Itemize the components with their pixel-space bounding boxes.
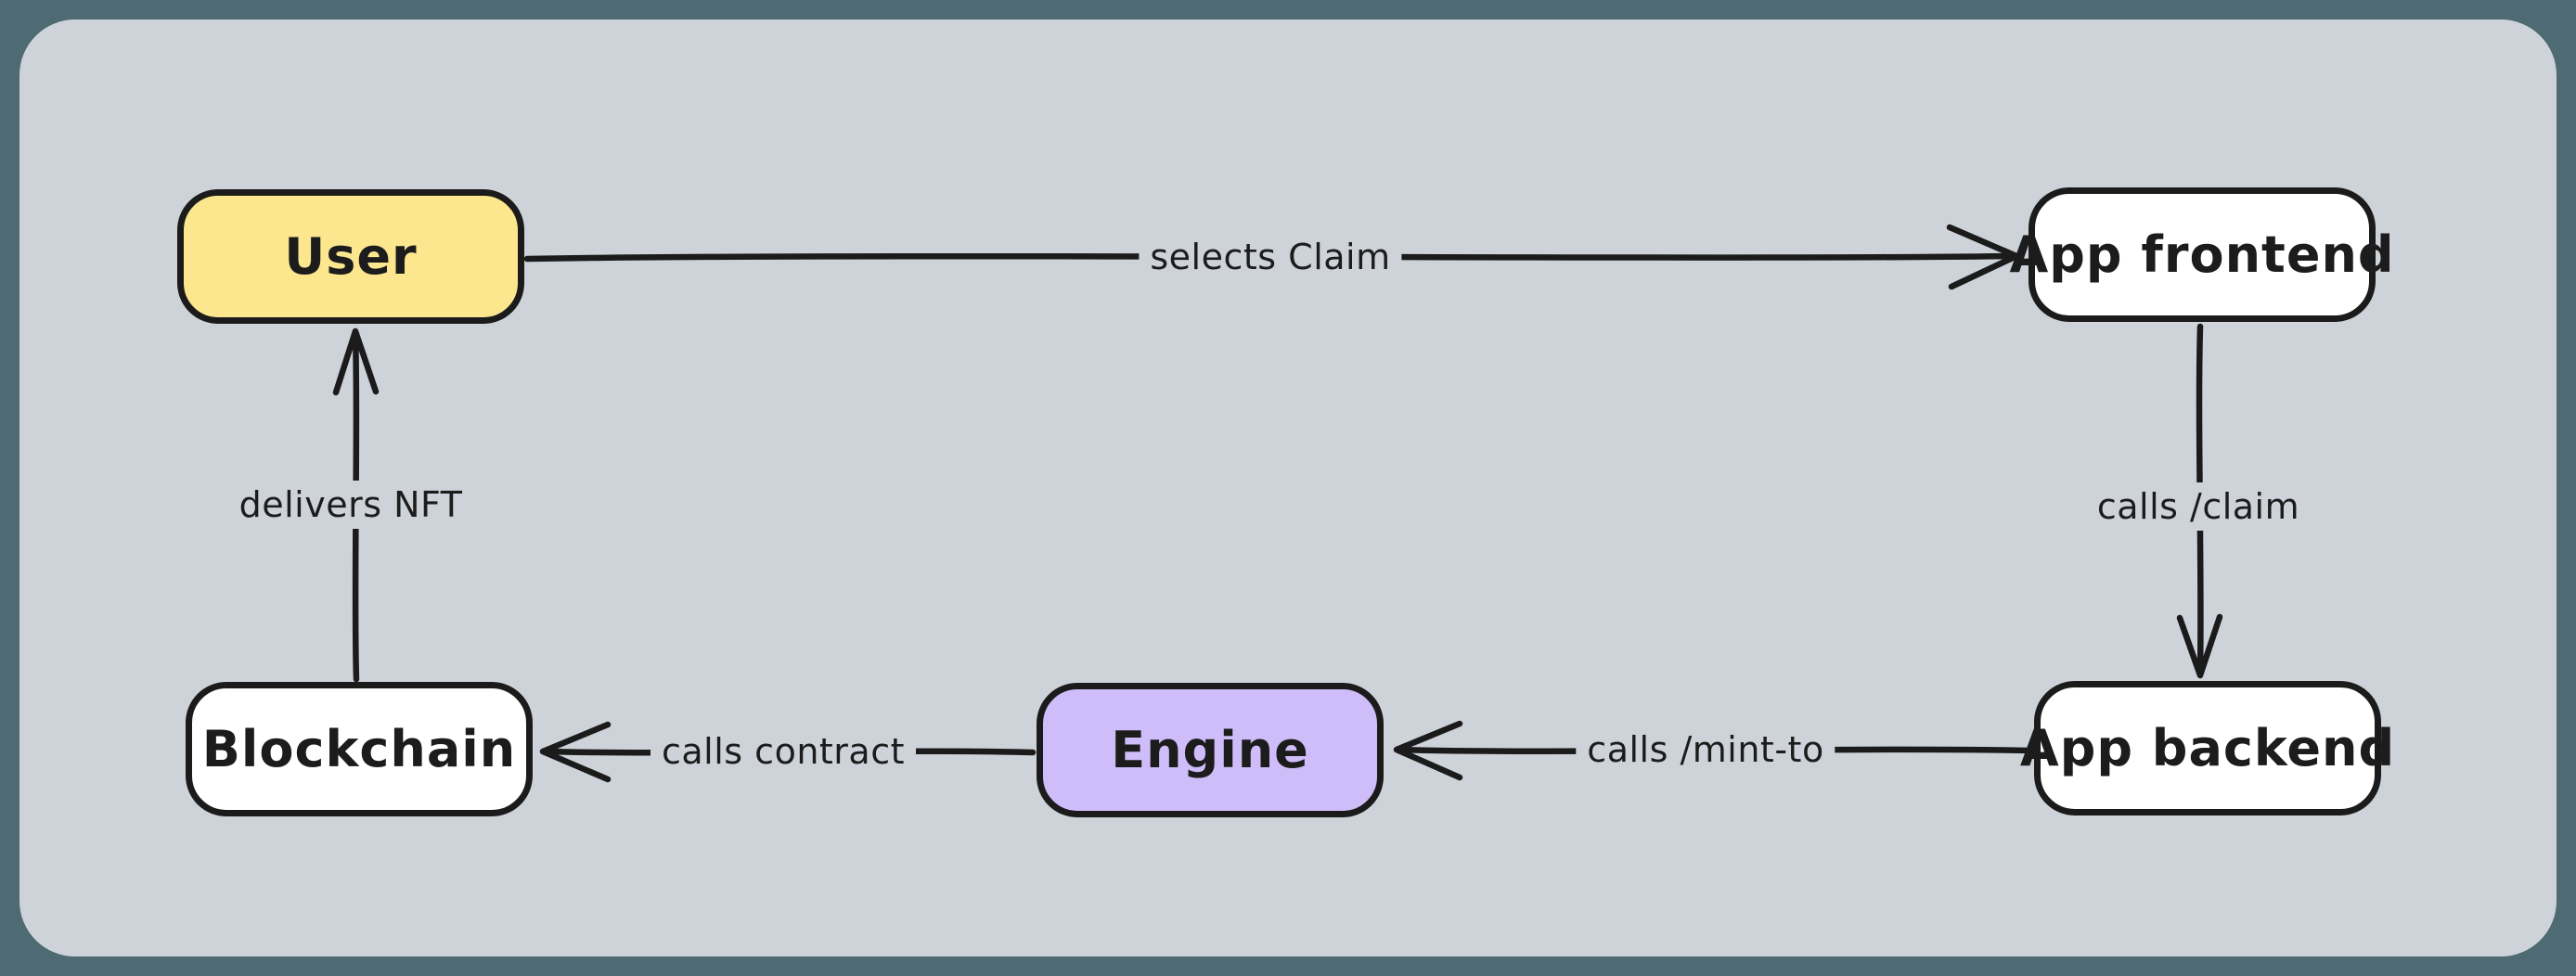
edge-label-calls-claim: calls /claim — [2085, 482, 2312, 531]
node-app-backend-label: App backend — [2019, 719, 2396, 777]
node-engine: Engine — [1037, 683, 1384, 817]
node-user-label: User — [284, 227, 418, 286]
node-engine-label: Engine — [1111, 721, 1309, 779]
node-blockchain: Blockchain — [186, 682, 533, 816]
edge-label-calls-mint-to: calls /mint-to — [1576, 726, 1835, 774]
edge-label-delivers-nft: delivers NFT — [227, 481, 474, 529]
diagram-canvas: User App frontend App backend Engine Blo… — [19, 19, 2557, 957]
node-app-frontend-label: App frontend — [2009, 225, 2395, 284]
node-user: User — [177, 189, 524, 324]
node-app-frontend: App frontend — [2009, 187, 2394, 322]
edge-label-calls-contract: calls contract — [650, 727, 916, 776]
node-blockchain-label: Blockchain — [201, 720, 517, 778]
edge-label-selects-claim: selects Claim — [1139, 233, 1402, 281]
node-app-backend: App backend — [2020, 681, 2394, 815]
